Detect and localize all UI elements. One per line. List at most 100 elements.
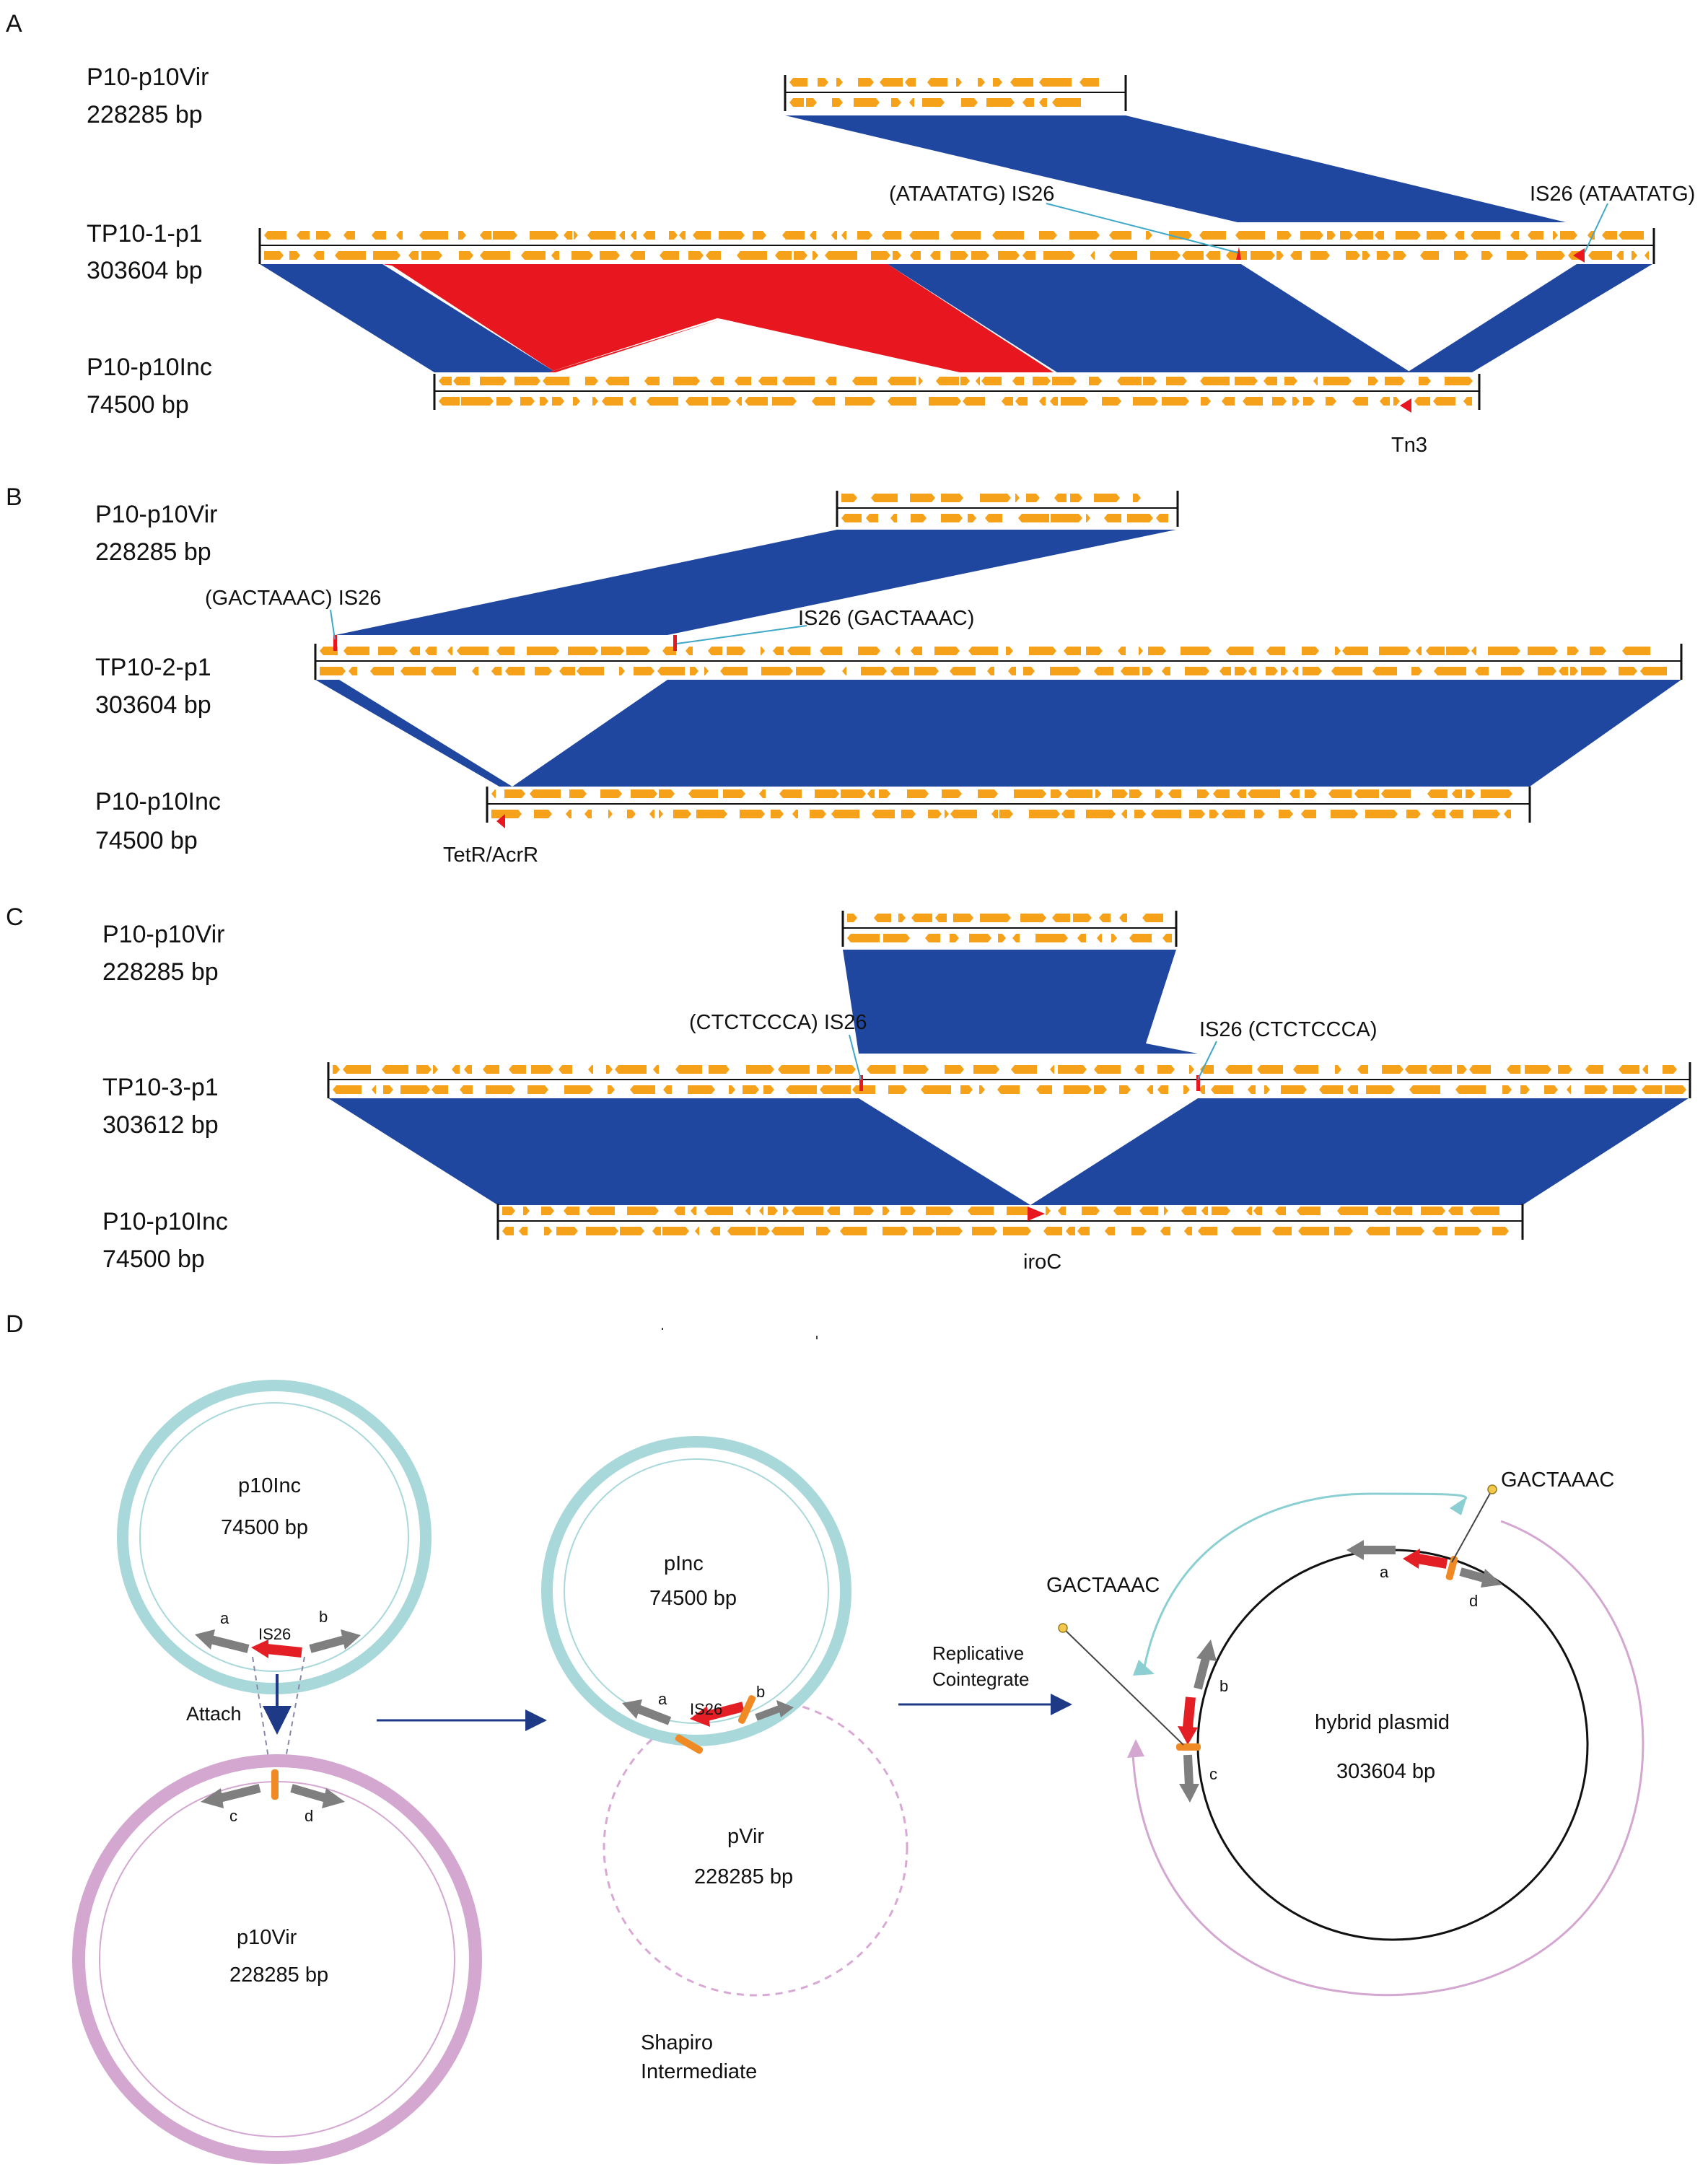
gene-feature bbox=[901, 810, 916, 818]
gene-feature bbox=[893, 251, 901, 260]
gene-feature bbox=[1099, 914, 1111, 922]
gene-feature bbox=[847, 914, 857, 922]
gene-feature bbox=[382, 1065, 408, 1074]
gene-feature bbox=[1432, 810, 1445, 818]
hybrid-name: hybrid plasmid bbox=[1315, 1711, 1450, 1734]
track-name: TP10-1-p1 bbox=[87, 220, 203, 248]
gene-feature bbox=[556, 1227, 578, 1235]
gene-feature bbox=[1139, 647, 1143, 655]
gene-feature bbox=[1368, 377, 1378, 385]
attach-site bbox=[675, 1734, 704, 1754]
gene-feature bbox=[1077, 1227, 1090, 1235]
gene-feature bbox=[789, 78, 807, 87]
gene-feature bbox=[1143, 377, 1157, 385]
gene-feature bbox=[911, 914, 932, 922]
leader-line bbox=[1046, 203, 1238, 253]
attach-site bbox=[1176, 1743, 1201, 1751]
gene-feature bbox=[1046, 1207, 1051, 1215]
gene-feature bbox=[660, 251, 679, 260]
gene-feature bbox=[453, 377, 470, 385]
gene-feature bbox=[736, 397, 742, 406]
gene-feature bbox=[919, 377, 923, 385]
panel-a: A P10-p10Vir 228285 bp TP10-1-p1 303604 … bbox=[6, 10, 1695, 457]
gene-feature bbox=[662, 647, 676, 655]
gene-feature bbox=[1150, 251, 1181, 260]
gene-feature bbox=[527, 647, 559, 655]
site-label: (GACTAAAC) IS26 bbox=[205, 587, 381, 610]
iroc-marker bbox=[1028, 1207, 1045, 1221]
gene-feature bbox=[1327, 231, 1336, 240]
gene-feature bbox=[761, 667, 793, 675]
gene-feature bbox=[786, 1085, 817, 1094]
gene-feature bbox=[630, 1085, 655, 1094]
gene-feature bbox=[493, 231, 517, 240]
gene-feature bbox=[1281, 667, 1288, 675]
gene-feature bbox=[1433, 397, 1455, 406]
gene-feature bbox=[963, 397, 985, 406]
gene-feature bbox=[1471, 231, 1500, 240]
gene-feature bbox=[1375, 231, 1384, 240]
gene-feature bbox=[343, 231, 355, 240]
site-pin-line bbox=[1451, 1489, 1493, 1563]
gene-feature bbox=[968, 514, 976, 522]
gene-feature bbox=[1335, 647, 1341, 655]
gene-feature bbox=[841, 789, 866, 798]
gene-feature bbox=[1105, 1227, 1115, 1235]
gene-feature bbox=[858, 78, 874, 87]
gene-feature bbox=[1581, 667, 1607, 675]
gene-feature bbox=[333, 1085, 362, 1094]
gene-feature bbox=[1365, 810, 1398, 818]
gene-feature bbox=[1226, 251, 1247, 260]
gene-feature bbox=[1558, 1065, 1572, 1074]
gene-feature bbox=[1419, 377, 1431, 385]
gene-feature bbox=[818, 78, 828, 87]
leader-line bbox=[1197, 1041, 1217, 1080]
gene-feature bbox=[710, 377, 724, 385]
gene-feature bbox=[704, 667, 709, 675]
gene-feature bbox=[1354, 789, 1379, 798]
gene-feature bbox=[627, 810, 636, 818]
gene-feature bbox=[913, 1227, 934, 1235]
gene-feature bbox=[1640, 667, 1667, 675]
gene-feature bbox=[631, 231, 636, 240]
gene-feature bbox=[1226, 647, 1253, 655]
attach-label: Attach bbox=[186, 1703, 242, 1725]
gene-feature bbox=[521, 251, 546, 260]
gene-feature bbox=[871, 494, 898, 502]
gene-feature bbox=[1346, 251, 1360, 260]
gene-feature bbox=[1102, 397, 1121, 406]
gene-feature bbox=[1357, 1065, 1368, 1074]
gene-feature bbox=[1567, 1085, 1571, 1094]
gene-feature bbox=[1445, 377, 1473, 385]
gene-feature bbox=[523, 1207, 530, 1215]
gene-feature bbox=[1003, 1227, 1031, 1235]
gene-feature bbox=[1432, 1227, 1448, 1235]
gene-feature bbox=[608, 1085, 615, 1094]
gene-feature bbox=[857, 231, 872, 240]
gene-feature bbox=[1406, 810, 1421, 818]
gene-feature bbox=[1147, 1085, 1153, 1094]
gene-feature bbox=[1023, 667, 1035, 675]
gene-feature bbox=[568, 647, 598, 655]
match-block bbox=[888, 264, 1411, 372]
gene-feature bbox=[1015, 494, 1020, 502]
gene-feature bbox=[980, 494, 1011, 502]
gene-feature bbox=[1501, 667, 1525, 675]
gene-feature bbox=[890, 667, 909, 675]
gene-feature bbox=[630, 251, 645, 260]
gene-feature bbox=[1134, 810, 1146, 818]
gene-feature bbox=[921, 1085, 951, 1094]
gene-feature bbox=[425, 647, 437, 655]
gene-feature bbox=[1642, 1085, 1662, 1094]
gene-a-head bbox=[1346, 1540, 1364, 1560]
sequence-track bbox=[486, 787, 1531, 823]
gene-feature bbox=[1222, 397, 1235, 406]
gene-feature bbox=[1222, 810, 1245, 818]
gene-feature bbox=[627, 1207, 659, 1215]
gene-feature bbox=[810, 231, 816, 240]
gene-feature bbox=[941, 494, 963, 502]
gene-feature bbox=[1449, 810, 1463, 818]
gene-feature bbox=[289, 251, 300, 260]
gene-feature bbox=[1375, 1207, 1391, 1215]
gene-feature bbox=[588, 1065, 593, 1074]
